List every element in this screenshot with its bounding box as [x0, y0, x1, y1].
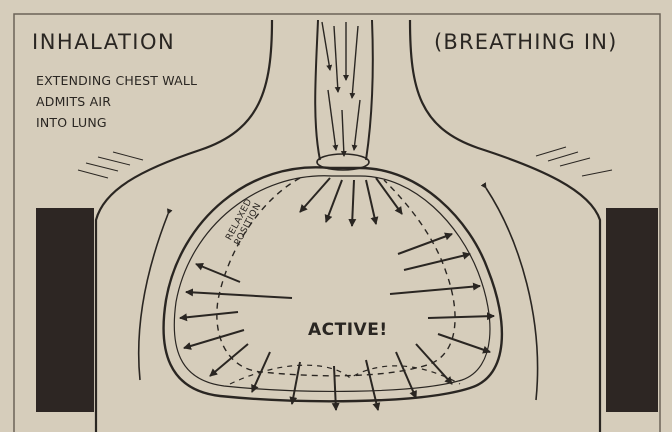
caption: EXTENDING CHEST WALL ADMITS AIR INTO LUN…: [36, 70, 197, 133]
air-inflow-arrows: [322, 22, 360, 156]
caption-line-2: ADMITS AIR: [36, 91, 197, 112]
left-wall-curve: [139, 214, 168, 380]
right-side-block: [606, 208, 658, 412]
inhalation-title: INHALATION: [32, 30, 175, 54]
diaphragm-dashed: [230, 365, 460, 384]
active-label: ACTIVE!: [308, 320, 388, 340]
trachea: [315, 20, 373, 160]
caption-line-3: INTO LUNG: [36, 112, 197, 133]
caption-line-1: EXTENDING CHEST WALL: [36, 70, 197, 91]
left-side-block: [36, 208, 94, 412]
breathing-in-title: (BREATHING IN): [434, 30, 618, 54]
shoulder-hatching: [78, 147, 612, 178]
